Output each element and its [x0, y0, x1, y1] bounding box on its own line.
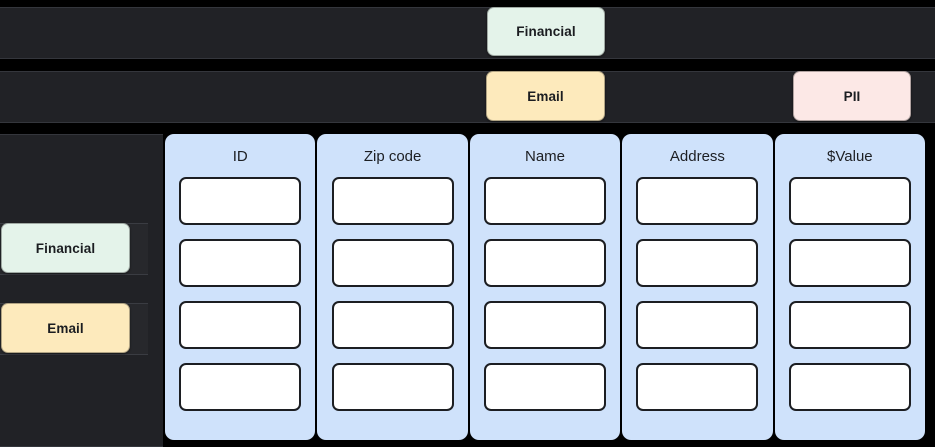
column-cells-id	[165, 177, 315, 411]
table-cell[interactable]	[484, 301, 607, 349]
table-cell[interactable]	[331, 301, 454, 349]
column-header-value: $Value	[827, 148, 873, 165]
table-cell[interactable]	[788, 177, 911, 225]
table-cell[interactable]	[484, 177, 607, 225]
tag-row-2	[0, 71, 935, 123]
column-cells-name	[470, 177, 620, 411]
column-header-zip-code: Zip code	[363, 148, 422, 165]
table-cell[interactable]	[636, 363, 759, 411]
sidebar-item-financial[interactable]: Financial	[1, 223, 130, 273]
table-cell[interactable]	[331, 363, 454, 411]
tag-row-1	[0, 7, 935, 59]
table-column-value[interactable]: $Value	[774, 134, 926, 440]
table-cell[interactable]	[636, 177, 759, 225]
main-region: Financial Email ID Zip code	[0, 134, 935, 447]
column-header-name: Name	[525, 148, 566, 165]
tag-email-top[interactable]: Email	[486, 71, 605, 121]
column-cells-zip-code	[317, 177, 467, 411]
table-column-id[interactable]: ID	[165, 134, 316, 440]
table-cell[interactable]	[636, 239, 759, 287]
column-header-id: ID	[232, 148, 248, 165]
table-cell[interactable]	[788, 239, 911, 287]
column-cells-value	[775, 177, 925, 411]
table-cell[interactable]	[484, 239, 607, 287]
table-cell[interactable]	[484, 363, 607, 411]
table-column-name[interactable]: Name	[469, 134, 621, 440]
table-cell[interactable]	[179, 363, 302, 411]
sidebar-item-email[interactable]: Email	[1, 303, 130, 353]
table-column-zip-code[interactable]: Zip code	[317, 134, 468, 440]
column-cells-address	[622, 177, 772, 411]
table-cell[interactable]	[179, 177, 302, 225]
table-cell[interactable]	[179, 239, 302, 287]
sidebar: Financial Email	[0, 134, 163, 447]
table-cell[interactable]	[179, 301, 302, 349]
column-header-address: Address	[669, 148, 725, 165]
table-cell[interactable]	[331, 177, 454, 225]
data-table: ID Zip code Name	[165, 134, 926, 440]
table-cell[interactable]	[788, 363, 911, 411]
tag-pii-top[interactable]: PII	[793, 71, 911, 121]
tag-financial-top[interactable]: Financial	[487, 7, 605, 56]
table-cell[interactable]	[331, 239, 454, 287]
table-cell[interactable]	[636, 301, 759, 349]
table-column-address[interactable]: Address	[622, 134, 773, 440]
table-cell[interactable]	[788, 301, 911, 349]
